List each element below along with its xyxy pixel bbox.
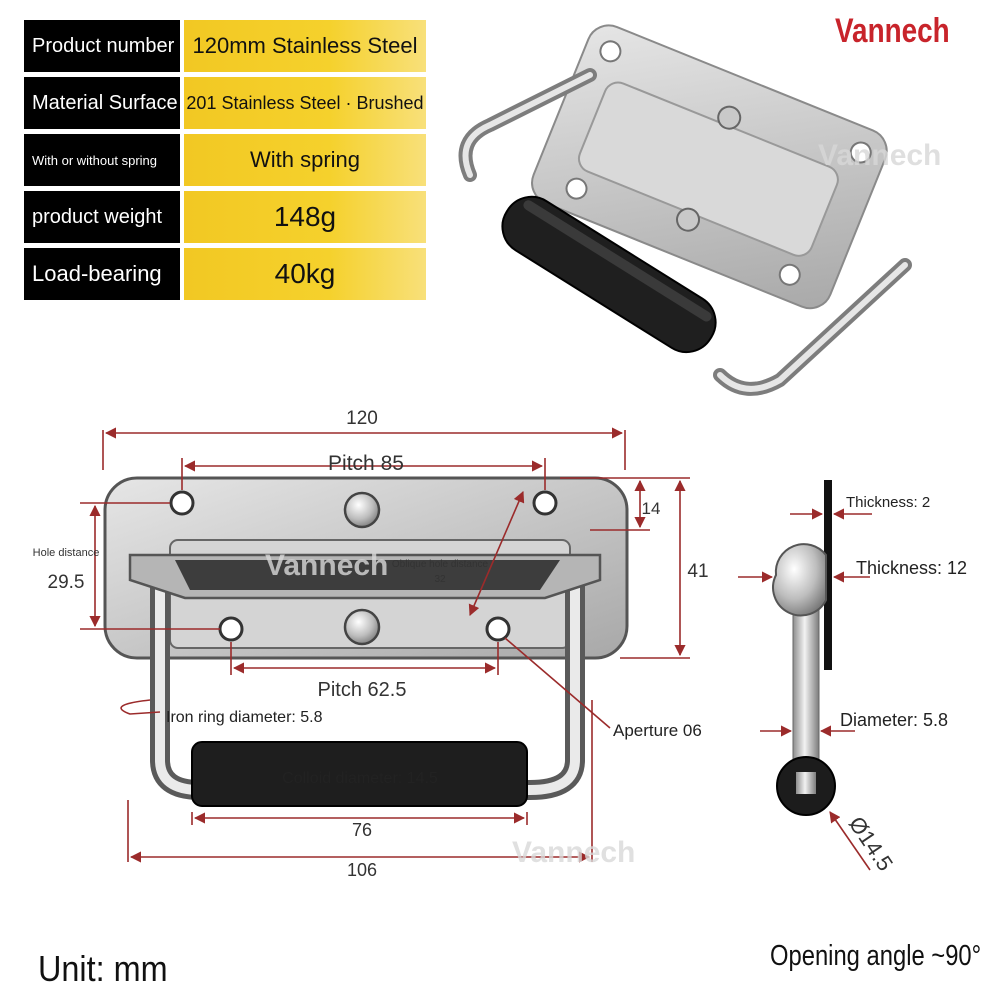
product-photo: Vannech <box>458 24 941 396</box>
spec-value: 148g <box>184 191 426 243</box>
dim-handle-width: 106 <box>347 860 377 880</box>
dim-grip-length: 76 <box>352 820 372 840</box>
spec-value: With spring <box>184 134 426 186</box>
dim-diameter: Diameter: 5.8 <box>840 710 948 730</box>
dim-thickness-plate: Thickness: 2 <box>846 494 930 511</box>
watermark: Vannech <box>512 836 635 869</box>
watermark: Vannech <box>818 139 941 172</box>
spec-value: 201 Stainless Steel · Brushed <box>184 77 426 129</box>
dim-oblique-label: Oblique hole distance <box>392 559 489 570</box>
opening-angle-label: Opening angle ~90° <box>770 940 982 972</box>
dim-pitch-top: Pitch 85 <box>328 452 404 475</box>
spec-value: 40kg <box>184 248 426 300</box>
dim-aperture: Aperture 06 <box>613 721 702 740</box>
spec-row-spring: With or without spring With spring <box>24 134 426 186</box>
dim-hole-distance-value: 29.5 <box>48 572 85 593</box>
dim-total-length: 120 <box>346 408 378 429</box>
dim-height-top: 14 <box>642 499 661 518</box>
spec-row-load: Load-bearing 40kg <box>24 248 426 300</box>
spec-row-weight: product weight 148g <box>24 191 426 243</box>
dim-pitch-bottom: Pitch 62.5 <box>318 679 407 701</box>
spec-label: Load-bearing <box>24 248 180 300</box>
dim-colloid: Colloid diameter: 14.5 <box>282 770 438 787</box>
spec-label: With or without spring <box>24 134 180 186</box>
spec-label: Material Surface <box>24 77 180 129</box>
dim-oblique-value: 32 <box>434 574 446 585</box>
dim-hole-distance-label: Hole distance <box>33 547 100 559</box>
unit-label: Unit: mm <box>38 948 168 989</box>
spec-label: product weight <box>24 191 180 243</box>
spec-row-product-number: Product number 120mm Stainless Steel <box>24 20 426 72</box>
watermark: Vannech <box>265 549 388 582</box>
side-view: Thickness: 2 Thickness: 12 Diameter: 5.8… <box>738 480 967 875</box>
spec-row-material-surface: Material Surface 201 Stainless Steel · B… <box>24 77 426 129</box>
dim-height-total: 41 <box>687 561 708 582</box>
front-view: Vannech <box>33 408 709 880</box>
dim-iron-ring: Iron ring diameter: 5.8 <box>166 709 323 726</box>
dim-thickness-body: Thickness: 12 <box>856 558 967 578</box>
spec-value: 120mm Stainless Steel <box>184 20 426 72</box>
brand-logo: Vannech <box>835 12 950 50</box>
spec-label: Product number <box>24 20 180 72</box>
